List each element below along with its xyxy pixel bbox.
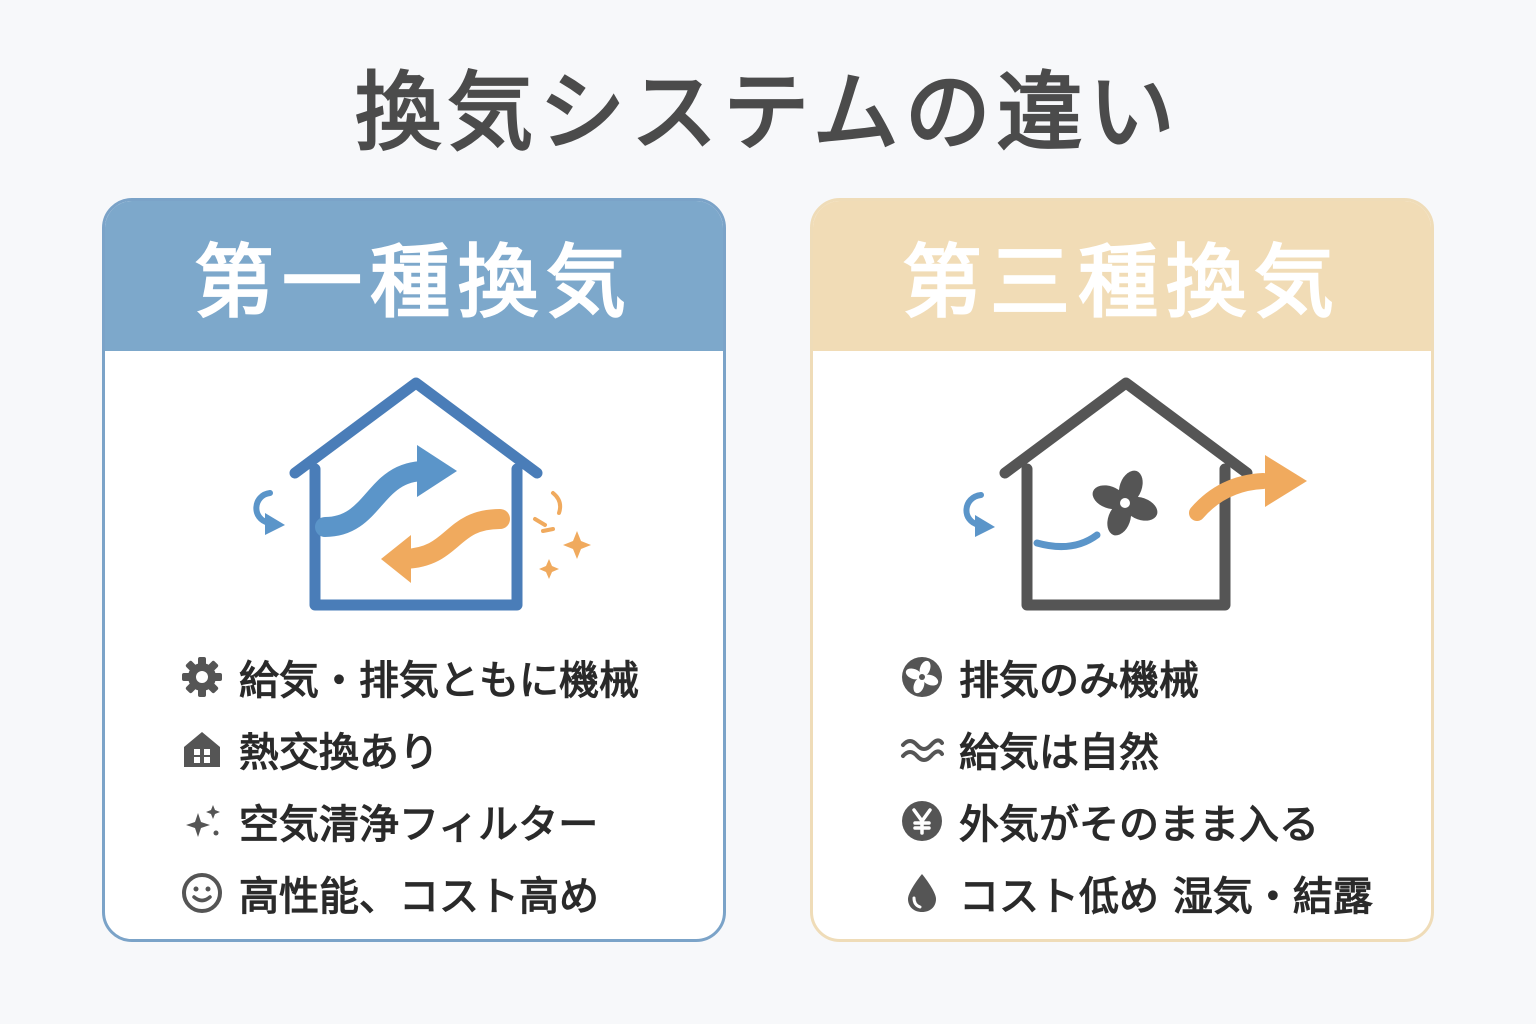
sparkle-icon — [179, 798, 225, 844]
list-item: 外気がそのまま入る — [899, 785, 1431, 857]
feature-text: 外気がそのまま入る — [959, 802, 1319, 848]
card-heading: 第一種換気 — [105, 201, 723, 351]
yen-icon — [899, 798, 945, 844]
feature-text: 給気・排気ともに機械 — [239, 658, 639, 704]
third-type-ventilation-card: 第三種換気 — [810, 198, 1434, 942]
feature-text: 給気は自然 — [959, 730, 1159, 776]
water-drop-icon — [899, 870, 945, 916]
feature-text: 排気のみ機械 — [959, 658, 1199, 704]
feature-text: 高性能、コスト高め — [239, 874, 599, 920]
feature-list: 給気・排気ともに機械 熱交換あり — [105, 641, 723, 929]
feature-text: 空気清浄フィルター — [239, 802, 599, 848]
house-fan-icon — [963, 377, 1307, 611]
list-item: 空気清浄フィルター — [179, 785, 723, 857]
house-airflow-icon — [253, 377, 591, 611]
feature-text: 熱交換あり — [239, 730, 439, 776]
smiley-icon — [179, 870, 225, 916]
list-item: コスト低め 湿気・結露 — [899, 857, 1431, 929]
first-type-ventilation-card: 第一種換気 — [102, 198, 726, 942]
list-item: 高性能、コスト高め — [179, 857, 723, 929]
page-title: 換気システムの違い — [355, 63, 1181, 163]
house-icon — [179, 726, 225, 772]
list-item: 給気・排気ともに機械 — [179, 641, 723, 713]
list-item: 熱交換あり — [179, 713, 723, 785]
list-item: 排気のみ機械 — [899, 641, 1431, 713]
wave-icon — [899, 726, 945, 772]
feature-list: 排気のみ機械 給気は自然 外気がそのまま入る — [813, 641, 1431, 929]
feature-text: コスト低め 湿気・結露 — [959, 874, 1373, 920]
gear-icon — [179, 654, 225, 700]
list-item: 給気は自然 — [899, 713, 1431, 785]
fan-icon — [899, 654, 945, 700]
card-heading: 第三種換気 — [813, 201, 1431, 351]
